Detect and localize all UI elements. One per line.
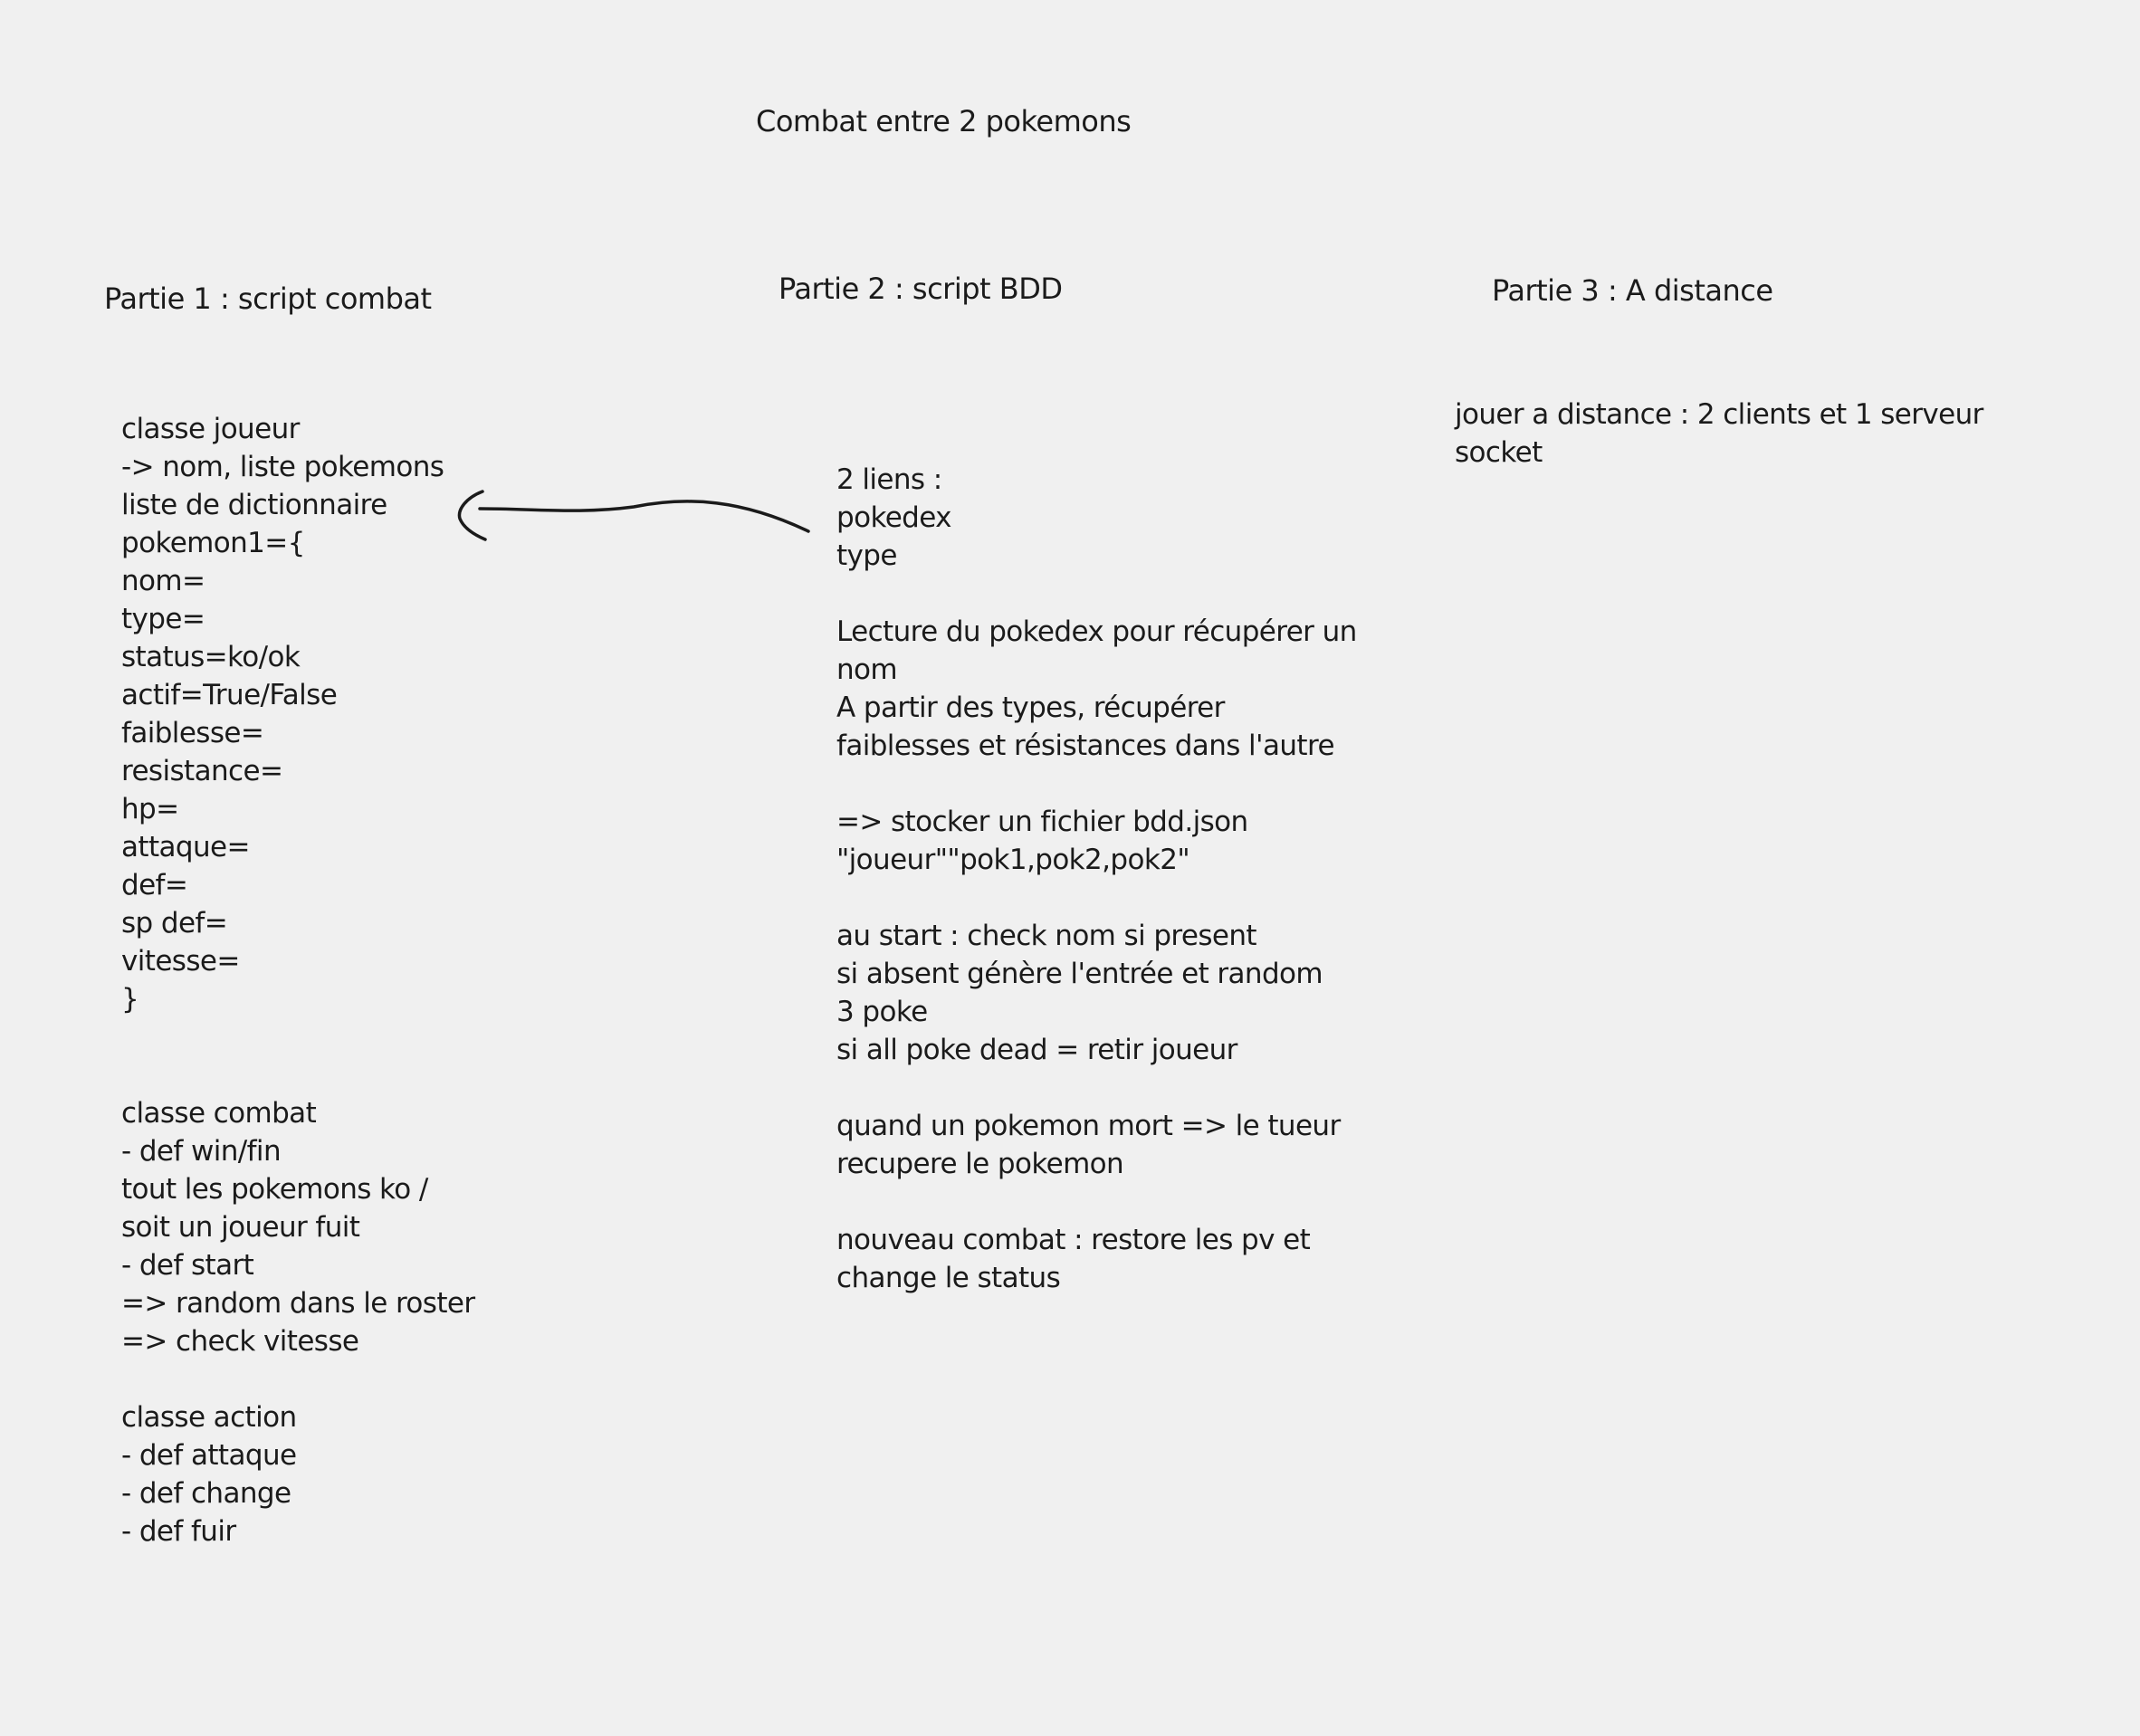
note-line: au start : check nom si present (836, 920, 1257, 952)
note-line: - def attaque (121, 1439, 297, 1472)
note-line: sp def= (121, 907, 228, 940)
note-line: A partir des types, récupérer (836, 692, 1225, 724)
note-line: pokedex (836, 501, 952, 534)
note-line: => check vitesse (121, 1325, 359, 1358)
note-line: -> nom, liste pokemons (121, 451, 444, 483)
note-line: vitesse= (121, 945, 240, 978)
classe-joueur-note: classe joueur -> nom, liste pokemons lis… (121, 410, 444, 1018)
script-bdd-note: 2 liens : pokedex type Lecture du pokede… (836, 461, 1357, 1297)
note-line: classe combat (121, 1097, 317, 1130)
note-line: attaque= (121, 831, 250, 863)
note-line: - def win/fin (121, 1135, 282, 1168)
classe-action-note: classe action - def attaque - def change… (121, 1398, 297, 1550)
note-line: jouer a distance : 2 clients et 1 serveu… (1455, 398, 1983, 431)
arrow-shaft (478, 500, 810, 533)
note-line (836, 1069, 1357, 1107)
note-line: - def start (121, 1249, 254, 1282)
note-line: } (121, 983, 139, 1016)
arrow-head (457, 490, 487, 541)
note-line: Lecture du pokedex pour récupérer un (836, 615, 1357, 648)
note-line: def= (121, 869, 188, 901)
note-line: change le status (836, 1262, 1061, 1294)
a-distance-note: jouer a distance : 2 clients et 1 serveu… (1455, 396, 1983, 472)
note-line: si absent génère l'entrée et random (836, 958, 1323, 990)
note-line: - def fuir (121, 1515, 236, 1548)
diagram-title: Combat entre 2 pokemons (756, 104, 1132, 138)
note-line: nom (836, 653, 898, 686)
note-line: actif=True/False (121, 679, 338, 711)
note-line: => stocker un fichier bdd.json (836, 806, 1248, 838)
part1-heading: Partie 1 : script combat (104, 281, 432, 316)
note-line (836, 879, 1357, 917)
note-line: faiblesse= (121, 717, 264, 749)
note-line: faiblesses et résistances dans l'autre (836, 730, 1335, 762)
note-line: 3 poke (836, 996, 928, 1028)
note-line: pokemon1={ (121, 527, 305, 559)
note-line: si all poke dead = retir joueur (836, 1034, 1237, 1066)
note-line (836, 1183, 1357, 1221)
note-line: classe action (121, 1401, 297, 1434)
note-line: type (836, 539, 897, 572)
note-line: liste de dictionnaire (121, 489, 387, 521)
note-line: hp= (121, 793, 179, 825)
note-line: quand un pokemon mort => le tueur (836, 1110, 1341, 1142)
part3-heading: Partie 3 : A distance (1492, 273, 1773, 308)
note-line: recupere le pokemon (836, 1148, 1124, 1180)
note-line (836, 765, 1357, 803)
note-line: nouveau combat : restore les pv et (836, 1224, 1311, 1256)
part2-heading: Partie 2 : script BDD (779, 272, 1063, 306)
note-line: tout les pokemons ko / (121, 1173, 428, 1206)
note-line: "joueur""pok1,pok2,pok2" (836, 844, 1190, 876)
note-line: - def change (121, 1477, 291, 1510)
note-line: socket (1455, 436, 1543, 469)
note-line: type= (121, 603, 205, 635)
note-line: => random dans le roster (121, 1287, 475, 1320)
note-line (836, 575, 1357, 613)
note-line: 2 liens : (836, 463, 942, 496)
note-line: classe joueur (121, 413, 300, 445)
note-line: status=ko/ok (121, 641, 301, 673)
classe-combat-note: classe combat - def win/fin tout les pok… (121, 1094, 475, 1360)
note-line: resistance= (121, 755, 283, 787)
note-line: nom= (121, 565, 205, 597)
note-line: soit un joueur fuit (121, 1211, 360, 1244)
